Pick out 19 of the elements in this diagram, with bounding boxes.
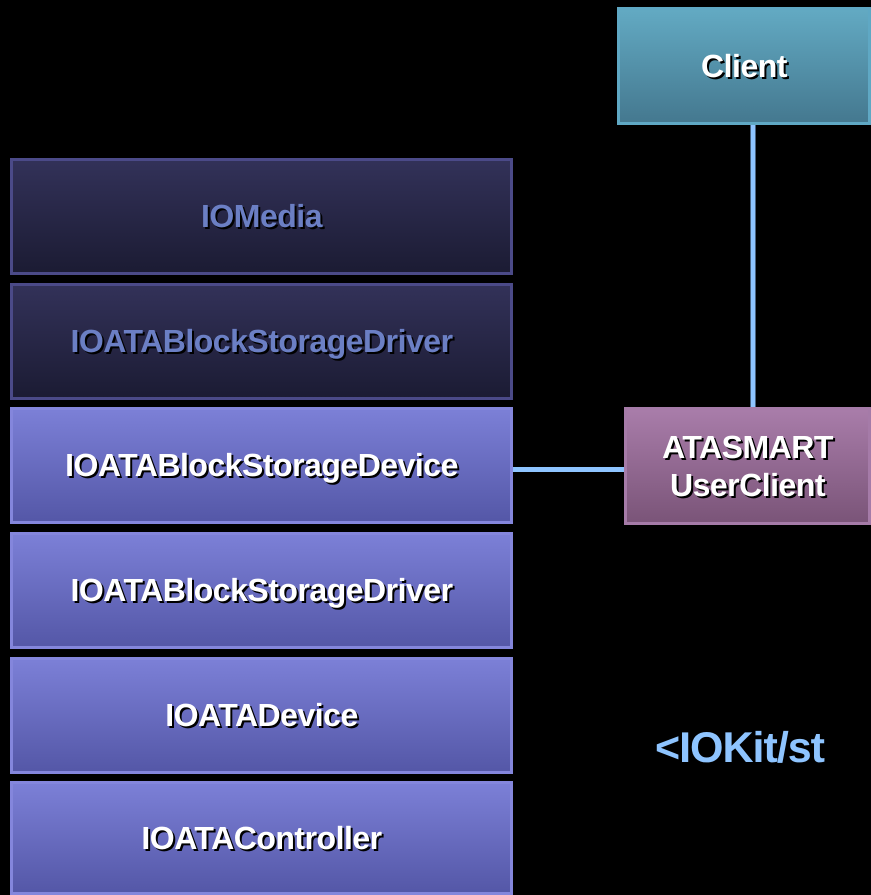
connector-line xyxy=(750,125,756,407)
class-name: IOATABlockStorageDevice xyxy=(65,446,458,485)
class-box xyxy=(10,532,513,649)
class-name: IOMedia xyxy=(201,197,322,236)
class-name: IOATAController xyxy=(141,818,382,858)
class-box xyxy=(10,657,513,774)
class-box xyxy=(10,781,513,895)
class-box xyxy=(10,407,513,524)
class-name: IOATABlockStorageDriver xyxy=(70,571,453,610)
class-box xyxy=(10,158,513,275)
class-box xyxy=(10,283,513,400)
connector-line xyxy=(513,467,624,472)
class-name: Client xyxy=(701,46,787,86)
class-name: IOATADevice xyxy=(165,696,358,735)
class-name: IOATABlockStorageDriver xyxy=(70,322,453,361)
header-path-text: <IOKit/st xyxy=(655,727,824,770)
class-box xyxy=(624,407,871,525)
class-box xyxy=(617,7,871,125)
class-name: ATASMART UserClient xyxy=(661,428,834,504)
